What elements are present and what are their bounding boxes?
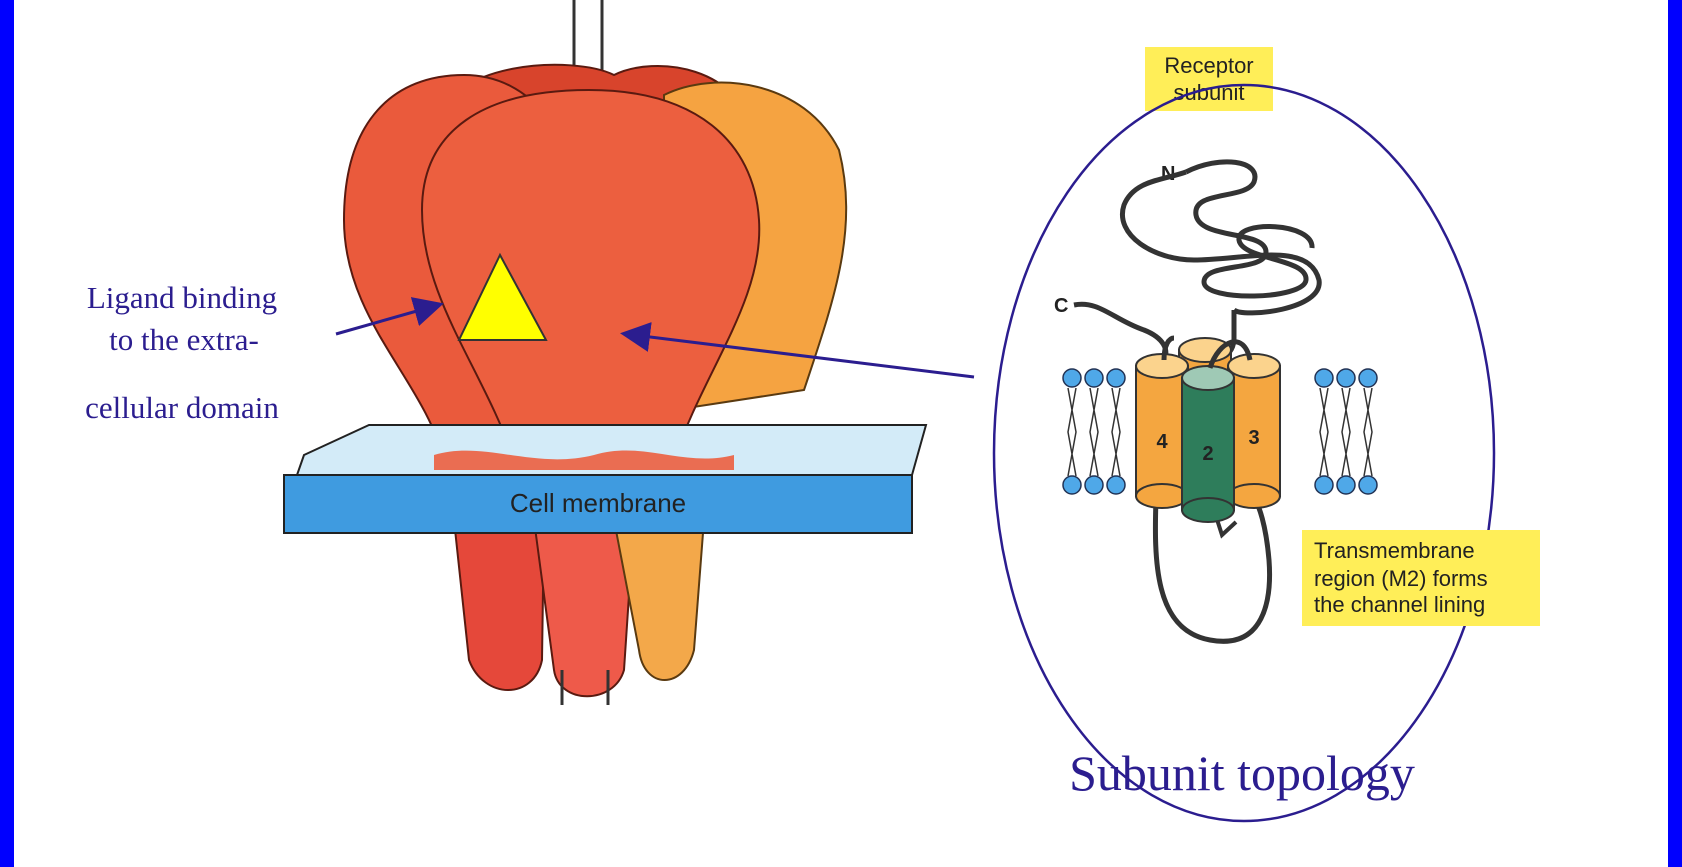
m2-note-line-1: Transmembrane <box>1314 538 1475 563</box>
helix-4: 4 <box>1136 354 1188 508</box>
lipid-head <box>1359 369 1377 387</box>
lipid-head <box>1107 476 1125 494</box>
c-terminal-tail <box>1074 304 1166 360</box>
annotation-line-2: to the extra- <box>109 322 259 357</box>
c-terminal-label: C <box>1054 295 1068 317</box>
helix-2-top <box>1182 366 1234 390</box>
lipid-head <box>1107 369 1125 387</box>
lipid-head <box>1315 369 1333 387</box>
topology-caption: Subunit topology <box>1069 745 1415 801</box>
helix-3-top <box>1228 354 1280 378</box>
annotation-line-3: cellular domain <box>85 390 279 425</box>
helix-3-label: 3 <box>1248 427 1259 449</box>
m2-note-line-3: the channel lining <box>1314 592 1485 617</box>
helix-2-label: 2 <box>1202 443 1213 465</box>
n-terminal-domain <box>1186 162 1312 296</box>
lipid-bilayer-left <box>1063 369 1125 494</box>
lipid-head <box>1337 476 1355 494</box>
annotation-line-1: Ligand binding <box>87 280 277 315</box>
lipid-tails <box>1068 388 1120 476</box>
helix-4-label: 4 <box>1156 431 1168 453</box>
receptor-channel: Cell membrane <box>284 0 926 705</box>
lipid-tails <box>1320 388 1372 476</box>
lipid-head <box>1085 476 1103 494</box>
lipid-head <box>1359 476 1377 494</box>
lipid-head <box>1063 369 1081 387</box>
m2-note-line-2: region (M2) forms <box>1314 566 1488 591</box>
lipid-head <box>1315 476 1333 494</box>
slide: Cell membrane Ligand binding to the extr… <box>14 0 1668 867</box>
topology-diagram: Receptor subunit N C <box>994 47 1540 821</box>
lipid-head <box>1063 476 1081 494</box>
helix-4-bottom <box>1136 484 1188 508</box>
helix-3-bottom <box>1228 484 1280 508</box>
bottom-lobe-left <box>454 520 544 690</box>
left-annotation: Ligand binding to the extra- cellular do… <box>85 280 279 425</box>
helix-3: 3 <box>1228 354 1280 508</box>
helix-2-bottom <box>1182 498 1234 522</box>
receptor-subunit-line-1: Receptor <box>1164 53 1253 78</box>
lipid-bilayer-right <box>1315 369 1377 494</box>
helix-2: 2 <box>1182 366 1234 522</box>
lipid-head <box>1085 369 1103 387</box>
membrane-label: Cell membrane <box>510 488 686 518</box>
diagram-canvas: Cell membrane Ligand binding to the extr… <box>14 0 1668 867</box>
receptor-subunit-line-2: subunit <box>1174 80 1245 105</box>
lipid-head <box>1337 369 1355 387</box>
